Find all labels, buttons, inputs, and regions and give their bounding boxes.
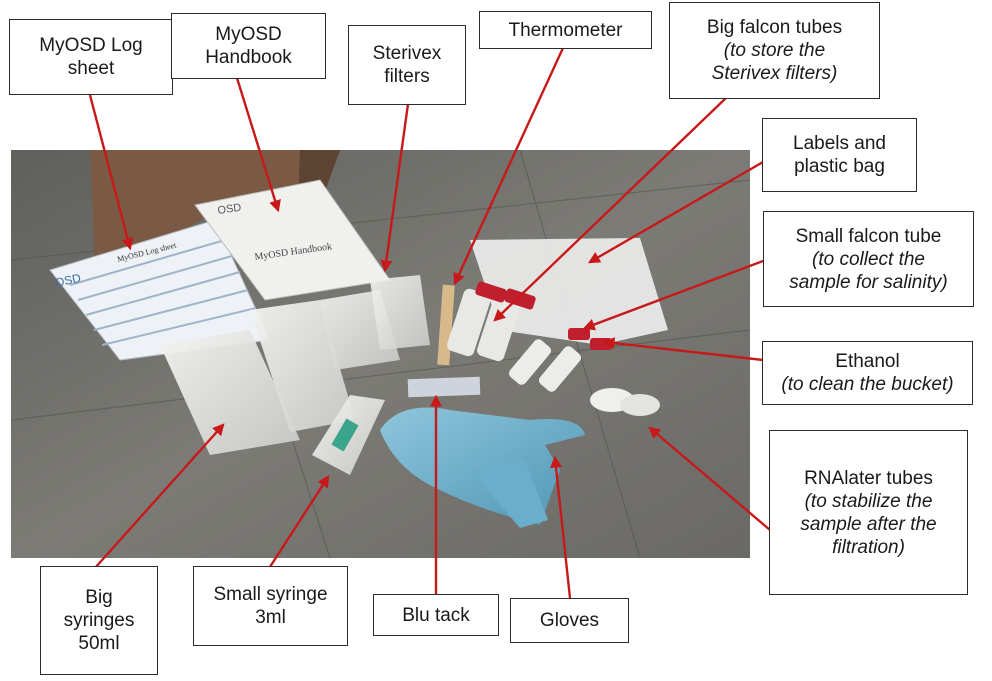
label-small-syringe: Small syringe 3ml xyxy=(193,566,348,646)
rnalater-tubes xyxy=(590,388,660,416)
label-small-falcon: Small falcon tube (to collect the sample… xyxy=(763,211,974,307)
label-rnalater: RNAlater tubes (to stabilize the sample … xyxy=(769,430,968,595)
sterivex-package-2 xyxy=(370,275,430,350)
label-blu-tack: Blu tack xyxy=(373,594,499,636)
label-handbook: MyOSD Handbook xyxy=(171,13,326,79)
handbook-logo: OSD xyxy=(217,202,242,217)
label-big-falcon: Big falcon tubes (to store the Sterivex … xyxy=(669,2,880,99)
big-syringe-package-1 xyxy=(160,330,300,455)
label-labels-bag: Labels and plastic bag xyxy=(762,118,917,192)
label-gloves: Gloves xyxy=(510,598,629,643)
blu-tack xyxy=(407,376,481,398)
label-thermometer: Thermometer xyxy=(479,11,652,49)
label-sterivex: Sterivex filters xyxy=(348,25,466,105)
gloves xyxy=(380,407,585,528)
log-sheet: OSD MyOSD Log sheet xyxy=(49,219,271,361)
label-big-syringes: Big syringes 50ml xyxy=(40,566,158,675)
label-ethanol: Ethanol (to clean the bucket) xyxy=(762,341,973,405)
big-syringe-package-2 xyxy=(250,300,355,432)
logsheet-logo: OSD xyxy=(54,271,83,290)
label-log-sheet: MyOSD Log sheet xyxy=(9,19,173,95)
